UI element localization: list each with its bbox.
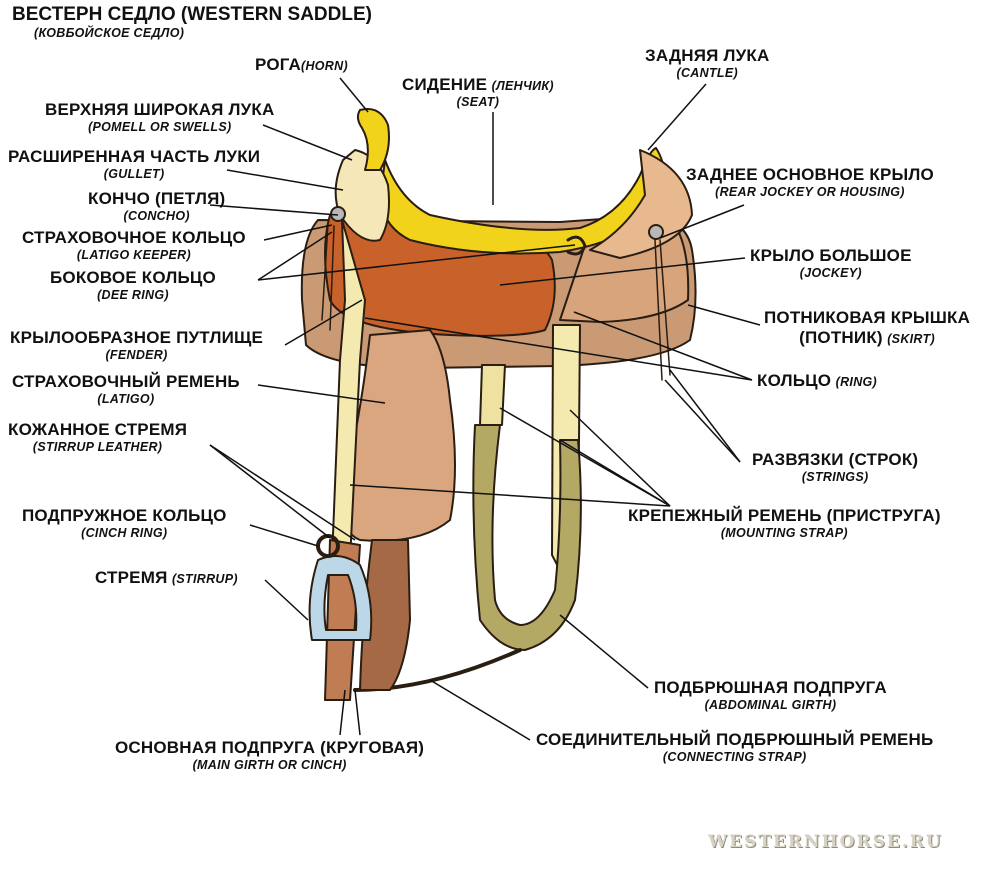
label-strings-en: (STRINGS)	[801, 469, 869, 484]
label-abdominal-girth-en: (ABDOMINAL GIRTH)	[704, 697, 837, 712]
label-horn-ru: РОГА	[255, 55, 301, 74]
label-ring-ru: КОЛЬЦО	[757, 371, 832, 390]
label-skirt-en: (SKIRT)	[887, 331, 935, 346]
label-skirt-ru: ПОТНИКОВАЯ КРЫШКА	[764, 308, 971, 327]
label-concho: КОНЧО (ПЕТЛЯ) (CONCHO)	[88, 189, 225, 223]
label-connecting-strap: СОЕДИНИТЕЛЬНЫЙ ПОДБРЮШНЫЙ РЕМЕНЬ (CONNEC…	[536, 730, 933, 764]
label-stirrup-leather-ru: КОЖАННОЕ СТРЕМЯ	[8, 420, 188, 439]
label-stirrup-en: (STIRRUP)	[171, 572, 238, 586]
label-mounting-strap: КРЕПЕЖНЫЙ РЕМЕНЬ (ПРИСТРУГА) (MOUNTING S…	[628, 506, 941, 540]
label-latigo-keeper-ru: СТРАХОВОЧНОЕ КОЛЬЦО	[22, 228, 246, 247]
label-dee-ring-ru: БОКОВОЕ КОЛЬЦО	[50, 268, 216, 287]
label-abdominal-girth: ПОДБРЮШНАЯ ПОДПРУГА (ABDOMINAL GIRTH)	[654, 678, 887, 712]
label-pommel: ВЕРХНЯЯ ШИРОКАЯ ЛУКА (POMELL OR SWELLS)	[45, 100, 274, 134]
label-mounting-strap-en: (MOUNTING STRAP)	[720, 525, 848, 540]
cantle-shape	[589, 149, 693, 259]
title: ВЕСТЕРН СЕДЛО (WESTERN SADDLE) (КОВБОЙСК…	[12, 4, 372, 40]
label-main-girth: ОСНОВНАЯ ПОДПРУГА (КРУГОВАЯ) (MAIN GIRTH…	[115, 738, 424, 772]
label-gullet-ru: РАСШИРЕННАЯ ЧАСТЬ ЛУКИ	[8, 147, 261, 166]
label-rear-jockey: ЗАДНЕЕ ОСНОВНОЕ КРЫЛО (REAR JOCKEY OR HO…	[686, 165, 934, 199]
label-fender: КРЫЛООБРАЗНОЕ ПУТЛИЩЕ (FENDER)	[10, 328, 263, 362]
label-latigo-keeper-en: (LATIGO KEEPER)	[76, 247, 191, 262]
label-stirrup-ru: СТРЕМЯ	[95, 568, 168, 587]
label-seat: СИДЕНИЕ (ЛЕНЧИК) (SEAT)	[402, 75, 554, 110]
label-gullet-en: (GULLET)	[103, 166, 165, 181]
seat-shape	[379, 147, 666, 255]
label-cinch-ring-en: (CINCH RING)	[81, 525, 168, 540]
title-text: ВЕСТЕРН СЕДЛО (WESTERN SADDLE)	[12, 4, 372, 25]
label-cantle-ru: ЗАДНЯЯ ЛУКА	[645, 46, 770, 65]
watermark: WESTERNHORSE.RU	[708, 832, 943, 852]
label-connecting-strap-en: (CONNECTING STRAP)	[662, 749, 807, 764]
label-horn: РОГА(HORN)	[255, 55, 348, 75]
label-seat-en: (SEAT)	[456, 95, 500, 110]
label-skirt: ПОТНИКОВАЯ КРЫШКА (ПОТНИК) (SKIRT)	[764, 308, 970, 348]
label-main-girth-en: (MAIN GIRTH OR CINCH)	[192, 757, 347, 772]
label-jockey-ru: КРЫЛО БОЛЬШОЕ	[750, 246, 912, 265]
horn-shape	[356, 108, 390, 171]
dee-ring-shape	[566, 235, 587, 256]
leader-lines	[209, 77, 761, 741]
label-ring-en: (RING)	[835, 375, 878, 389]
label-gullet: РАСШИРЕННАЯ ЧАСТЬ ЛУКИ (GULLET)	[8, 147, 260, 181]
label-fender-ru: КРЫЛООБРАЗНОЕ ПУТЛИЩЕ	[10, 328, 264, 347]
label-skirt-ru2: (ПОТНИК)	[799, 327, 883, 347]
label-cantle-en: (CANTLE)	[676, 65, 738, 80]
label-cantle: ЗАДНЯЯ ЛУКА (CANTLE)	[645, 46, 769, 80]
label-latigo-en: (LATIGO)	[97, 391, 155, 406]
label-seat-ru-small: (ЛЕНЧИК)	[491, 79, 554, 93]
label-stirrup-leather: КОЖАННОЕ СТРЕМЯ (STIRRUP LEATHER)	[8, 420, 187, 454]
label-rear-jockey-ru: ЗАДНЕЕ ОСНОВНОЕ КРЫЛО	[686, 165, 934, 184]
label-jockey: КРЫЛО БОЛЬШОЕ (JOCKEY)	[750, 246, 912, 280]
strings-shape	[321, 223, 671, 381]
label-strings-ru: РАЗВЯЗКИ (СТРОК)	[752, 450, 919, 469]
label-rear-jockey-en: (REAR JOCKEY OR HOUSING)	[715, 184, 905, 199]
label-pommel-en: (POMELL OR SWELLS)	[88, 119, 232, 134]
label-cinch-ring: ПОДПРУЖНОЕ КОЛЬЦО (CINCH RING)	[22, 506, 227, 540]
label-stirrup-leather-en: (STIRRUP LEATHER)	[32, 439, 163, 454]
title-subtitle: (КОВБОЙСКОЕ СЕДЛО)	[34, 25, 185, 40]
label-latigo: СТРАХОВОЧНЫЙ РЕМЕНЬ (LATIGO)	[12, 372, 240, 406]
label-seat-ru: СИДЕНИЕ	[402, 75, 488, 94]
label-concho-en: (CONCHO)	[123, 208, 190, 223]
label-ring: КОЛЬЦО (RING)	[757, 371, 877, 391]
label-latigo-ru: СТРАХОВОЧНЫЙ РЕМЕНЬ	[12, 372, 240, 391]
label-strings: РАЗВЯЗКИ (СТРОК) (STRINGS)	[752, 450, 918, 484]
abdominal-girth-shape	[472, 424, 582, 651]
stirrup-shape	[308, 555, 373, 641]
rear-concho-shape	[648, 224, 664, 240]
label-jockey-en: (JOCKEY)	[799, 265, 862, 280]
label-concho-ru: КОНЧО (ПЕТЛЯ)	[88, 189, 226, 208]
label-stirrup: СТРЕМЯ (STIRRUP)	[95, 568, 238, 588]
label-abdominal-girth-ru: ПОДБРЮШНАЯ ПОДПРУГА	[654, 678, 887, 697]
label-horn-en: (HORN)	[300, 59, 348, 73]
label-pommel-ru: ВЕРХНЯЯ ШИРОКАЯ ЛУКА	[45, 100, 275, 119]
mounting-strap-back-shape	[479, 364, 506, 426]
label-dee-ring: БОКОВОЕ КОЛЬЦО (DEE RING)	[50, 268, 216, 302]
label-main-girth-ru: ОСНОВНАЯ ПОДПРУГА (КРУГОВАЯ)	[115, 738, 425, 757]
label-cinch-ring-ru: ПОДПРУЖНОЕ КОЛЬЦО	[22, 506, 227, 525]
label-dee-ring-en: (DEE RING)	[97, 287, 169, 302]
label-mounting-strap-ru: КРЕПЕЖНЫЙ РЕМЕНЬ (ПРИСТРУГА)	[628, 506, 941, 525]
label-connecting-strap-ru: СОЕДИНИТЕЛЬНЫЙ ПОДБРЮШНЫЙ РЕМЕНЬ	[536, 730, 934, 749]
label-fender-en: (FENDER)	[105, 347, 168, 362]
label-latigo-keeper: СТРАХОВОЧНОЕ КОЛЬЦО (LATIGO KEEPER)	[22, 228, 246, 262]
